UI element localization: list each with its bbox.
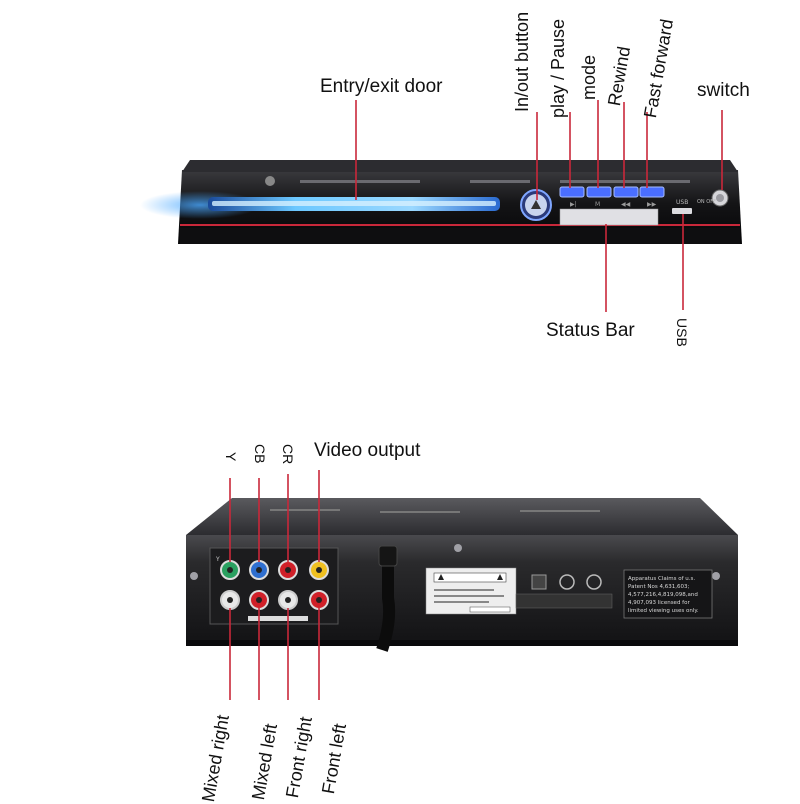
patent-line-5: limited viewing uses only. <box>628 608 699 614</box>
usb-callout-label: USB <box>674 318 690 347</box>
in-out-button-label: In/out button <box>512 11 532 112</box>
status-display <box>559 208 659 226</box>
cb-label: CB <box>252 444 268 464</box>
svg-text:▶|: ▶| <box>570 201 577 208</box>
patent-line-3: 4,577,216,4,819,098,and <box>628 592 698 598</box>
usb-port-device <box>672 208 692 214</box>
entry-exit-door-label: Entry/exit door <box>320 76 443 97</box>
patent-plate <box>623 569 713 619</box>
front-device-top <box>182 160 738 172</box>
y-label: Y <box>223 452 239 462</box>
patent-line-4: 4,907,093 licensed for <box>628 600 690 606</box>
front-callout-lines <box>355 100 723 312</box>
usb-port-text: USB <box>676 199 688 206</box>
patent-line-1: Apparatus Claims of u.s. <box>628 576 695 582</box>
video-output-label: Video output <box>314 440 421 461</box>
video-jacks <box>220 560 329 580</box>
power-text: ON OFF <box>697 199 716 205</box>
mode-label: mode <box>579 54 599 100</box>
svg-text:◀◀: ◀◀ <box>621 201 631 208</box>
svg-text:Y: Y <box>215 556 220 563</box>
front-device: ▶| M ◀◀ ▶▶ USB ON OFF <box>140 160 742 244</box>
audio-jacks <box>220 590 329 610</box>
patent-line-2: Patent Nos 4,631,603; <box>628 584 689 590</box>
switch-label: switch <box>697 80 750 101</box>
play-pause-label: play / Pause <box>548 18 568 118</box>
cr-label: CR <box>280 444 296 465</box>
front-device-base <box>180 228 740 244</box>
status-bar-label: Status Bar <box>546 320 635 341</box>
power-cord <box>376 548 396 652</box>
rear-callout-lines <box>229 470 320 700</box>
svg-text:M: M <box>595 201 600 208</box>
svg-text:▶▶: ▶▶ <box>647 201 657 208</box>
rear-device: Y <box>186 498 738 652</box>
front-red-accent <box>180 224 740 226</box>
control-buttons-device: ▶| M ◀◀ ▶▶ <box>559 186 665 208</box>
rear-device-top <box>186 498 738 535</box>
